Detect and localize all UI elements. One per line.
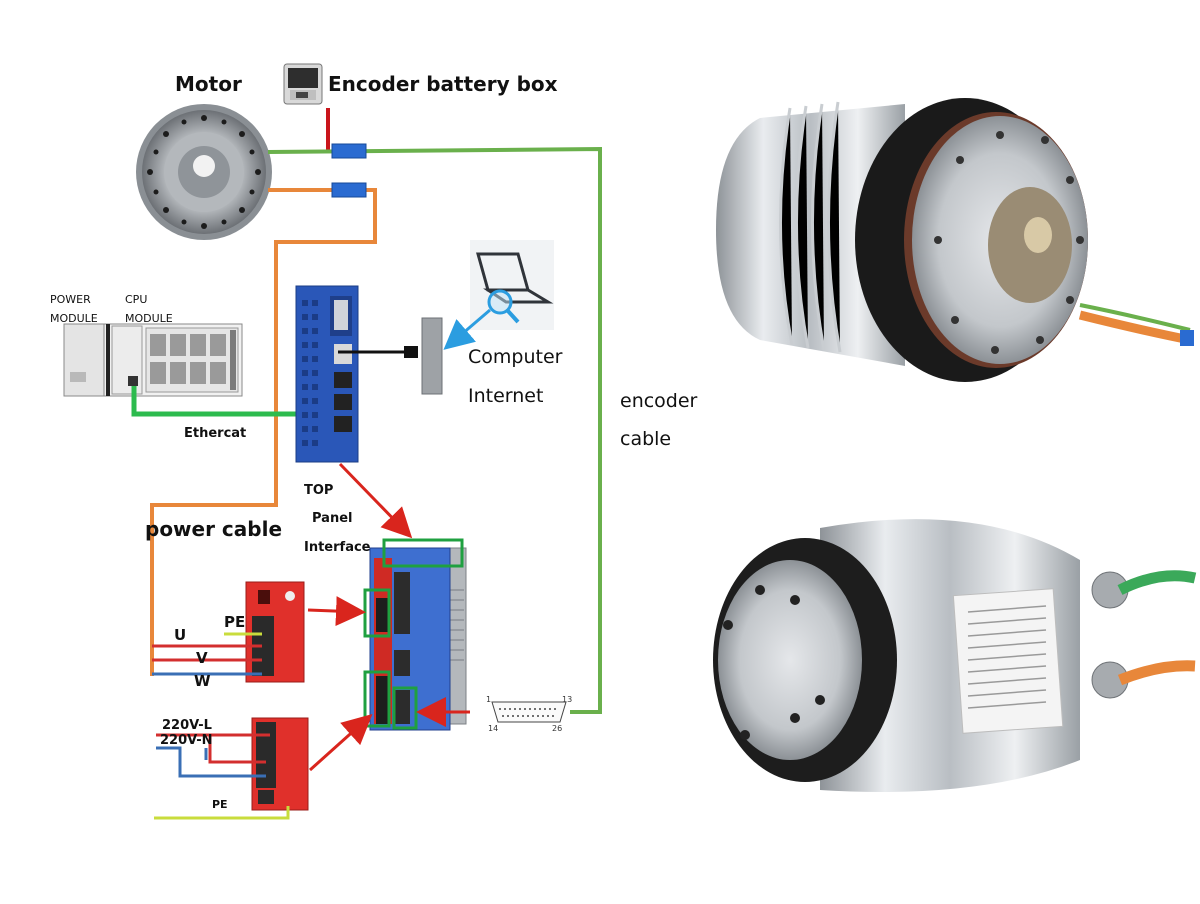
- interface-label: Interface: [304, 540, 371, 555]
- 220v-l-label: 220V-L: [162, 718, 212, 733]
- encoder-cable-connector: [331, 143, 367, 159]
- pin-1-label: 1: [486, 695, 492, 704]
- cpu-module-label: CPU MODULE: [125, 293, 173, 325]
- ethercat-cable-line: [131, 386, 346, 417]
- motor-phase-wires: [152, 632, 262, 676]
- motor-label: Motor: [175, 72, 242, 96]
- encoder-battery-box-image: [283, 63, 323, 105]
- pe-top-label: PE: [224, 613, 246, 631]
- ac-input-highlight: [363, 670, 391, 728]
- 220v-n-label: 220V-N: [160, 733, 213, 748]
- power-module-label: POWER MODULE: [50, 293, 98, 325]
- w-label: W: [194, 672, 211, 690]
- ac-input-wires: [154, 733, 290, 820]
- power-cable-label: power cable: [145, 517, 283, 541]
- pin-14-label: 14: [488, 724, 499, 733]
- pin-26-label: 26: [552, 724, 563, 733]
- computer-label: Computer: [468, 346, 563, 368]
- cable-label: cable: [620, 428, 672, 450]
- ethercat-label: Ethercat: [184, 426, 247, 441]
- v-label: V: [196, 649, 208, 667]
- battery-box-label: Encoder battery box: [328, 72, 558, 96]
- internet-arrow: [443, 308, 491, 350]
- power-cable-line: [150, 188, 377, 676]
- plc-rack-image: [63, 323, 243, 397]
- usb-adapter: [421, 317, 443, 395]
- usb-plug: [404, 346, 418, 358]
- pe-bottom-label: PE: [212, 798, 228, 811]
- connection-arrows: [307, 462, 470, 772]
- power-cable-connector: [331, 182, 367, 198]
- servo-drive-top-image: [295, 285, 359, 463]
- top-label: TOP: [304, 483, 334, 498]
- panel-label: Panel: [312, 511, 353, 526]
- motor-terminal-image: [245, 581, 305, 683]
- ac-terminal-image: [251, 717, 309, 811]
- internet-label: Internet: [468, 385, 544, 407]
- actuator-photo-rear: [713, 519, 1197, 792]
- motor-image: [136, 104, 272, 240]
- u-label: U: [174, 626, 187, 644]
- actuator-photo-front: [716, 98, 1194, 382]
- db26-connector-image: [491, 701, 567, 723]
- encoder-cable-line: [267, 146, 602, 714]
- encoder-label: encoder: [620, 390, 698, 412]
- servo-drive-bottom-image: [369, 547, 467, 731]
- pin-13-label: 13: [562, 695, 573, 704]
- top-panel-highlight: [382, 538, 464, 568]
